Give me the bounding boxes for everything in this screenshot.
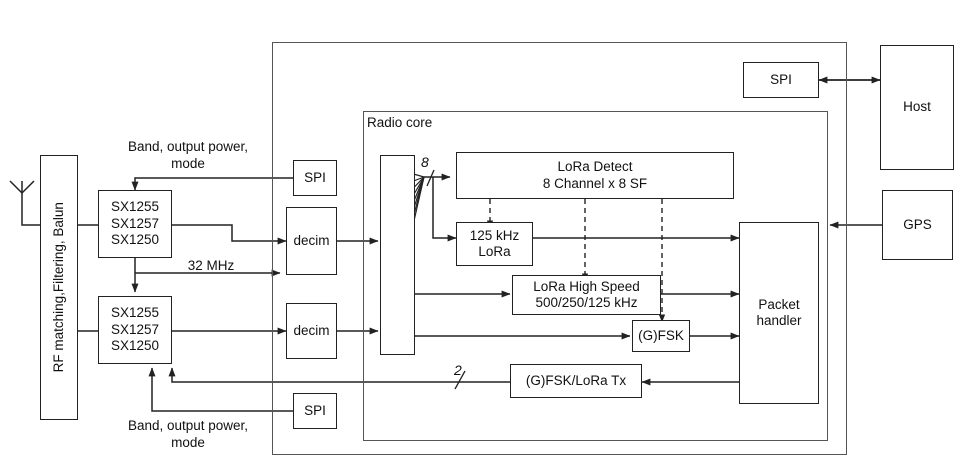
radio-core-label: Radio core: [367, 115, 433, 130]
tx-block: (G)FSK/LoRa Tx: [510, 364, 642, 398]
radio-a-labels: SX1255 SX1257 SX1250: [110, 199, 160, 248]
host-block: Host: [880, 45, 954, 170]
lora-high-speed-labels: LoRa High Speed 500/250/125 kHz: [533, 278, 640, 310]
rf-frontend-label: RF matching,Filtering, Balun: [50, 202, 66, 373]
spi-bottom-left-block: SPI: [293, 393, 337, 429]
radio-a-block: SX1255 SX1257 SX1250: [98, 190, 172, 258]
packet-handler-labels: Packet handler: [756, 296, 802, 328]
lora-detect-block: LoRa Detect 8 Channel x 8 SF: [456, 152, 734, 199]
gfsk-block: (G)FSK: [632, 320, 690, 352]
band-power-mode-label-bottom: Band, output power, mode: [127, 418, 249, 450]
spi-top-right-block: SPI: [743, 62, 819, 98]
decim-bottom-block: decim: [286, 303, 337, 359]
bus-width-2-label: 2: [454, 362, 462, 378]
band-power-mode-label-top: Band, output power, mode: [127, 139, 249, 171]
lora-125khz-labels: 125 kHz LoRa: [469, 227, 520, 259]
lora-detect-labels: LoRa Detect 8 Channel x 8 SF: [542, 159, 648, 191]
packet-handler-block: Packet handler: [739, 222, 819, 404]
antenna-icon: [9, 180, 35, 195]
lora-125khz-block: 125 kHz LoRa: [456, 222, 533, 266]
radio-core-boundary: [363, 111, 828, 441]
bus-width-8-label: 8: [421, 154, 429, 170]
decim-top-block: decim: [286, 207, 337, 275]
rf-frontend-block: RF matching,Filtering, Balun: [40, 155, 78, 420]
lora-high-speed-block: LoRa High Speed 500/250/125 kHz: [512, 275, 661, 315]
gps-block: GPS: [882, 190, 953, 260]
chip-boundary: [272, 42, 847, 455]
spi-top-left-block: SPI: [293, 160, 337, 196]
clock-label: 32 MHz: [187, 258, 235, 273]
radio-b-labels: SX1255 SX1257 SX1250: [110, 305, 160, 354]
mixer-bank-outline: [380, 155, 415, 355]
radio-b-block: SX1255 SX1257 SX1250: [98, 296, 172, 364]
